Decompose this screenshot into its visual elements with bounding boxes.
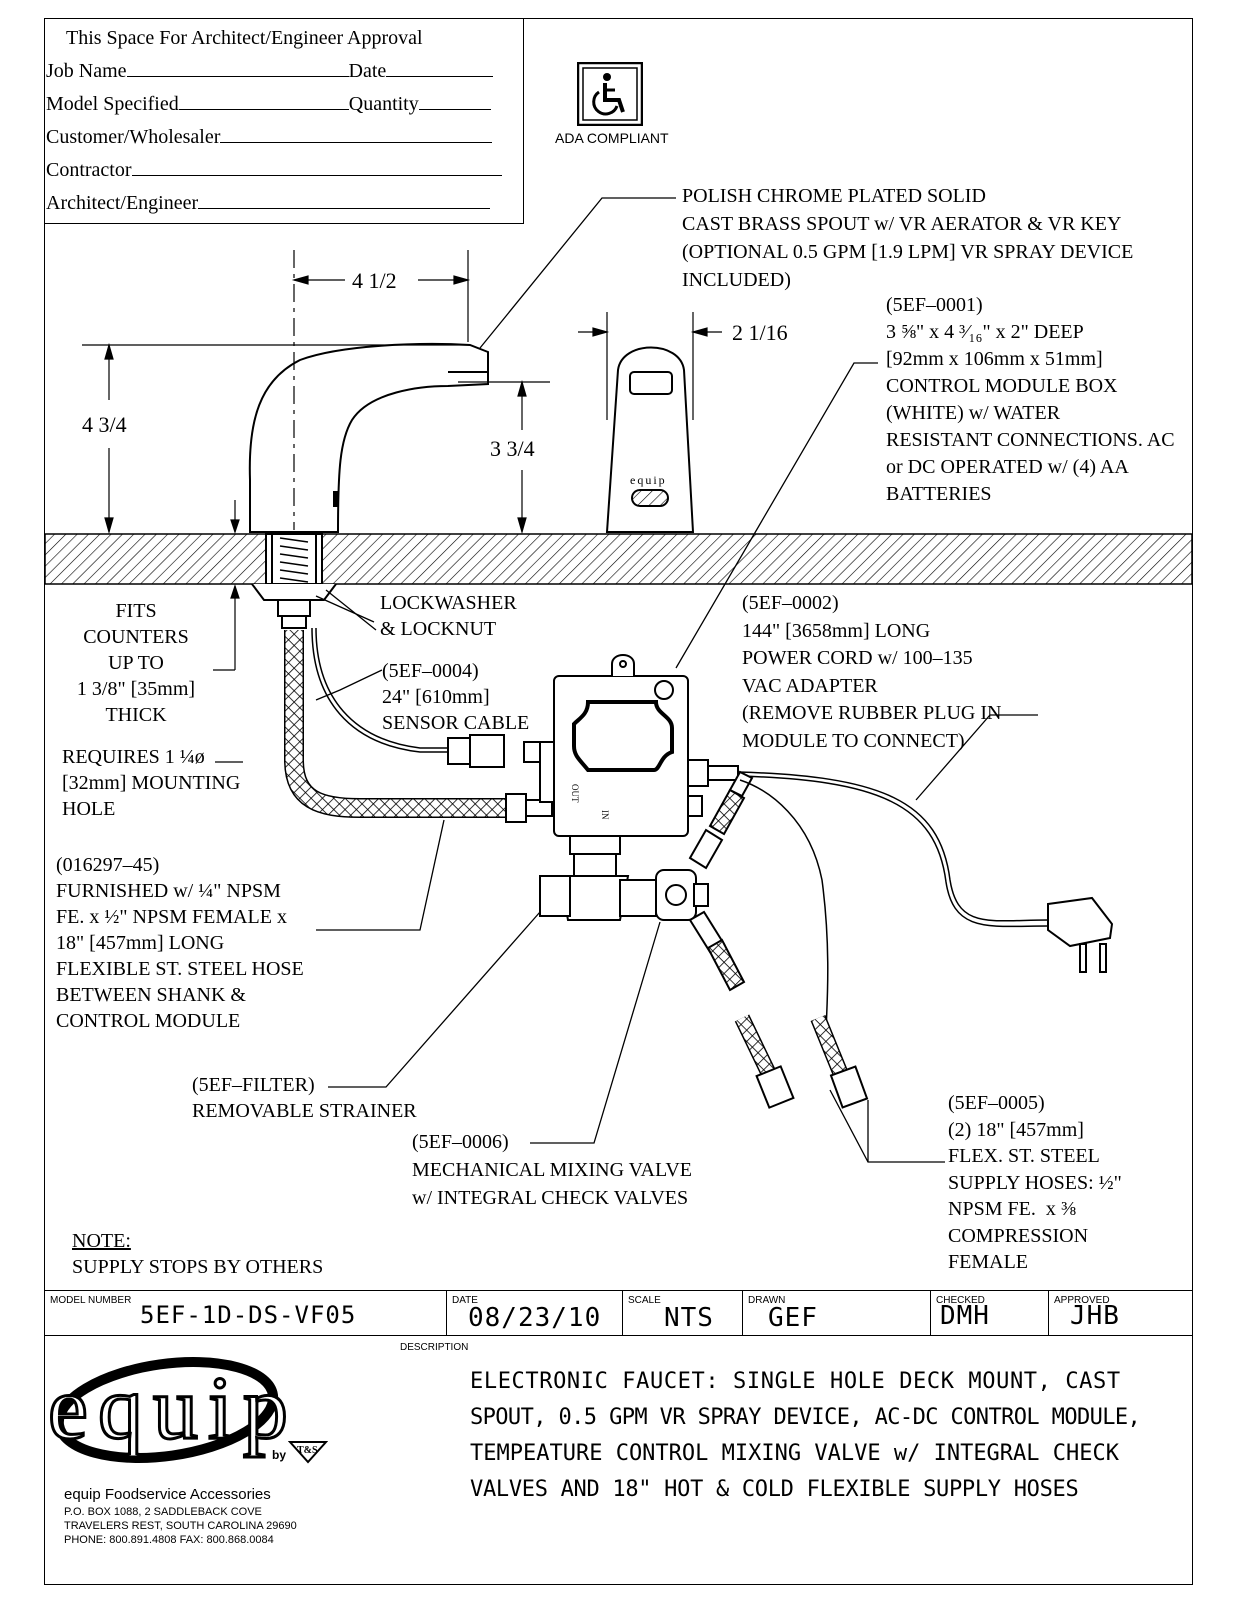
scale-cell: SCALE NTS <box>622 1291 743 1335</box>
power-cord-callout: (5EF–0002) 144" [3658mm] LONG POWER CORD… <box>742 592 1002 752</box>
spout-callout: POLISH CHROME PLATED SOLID CAST BRASS SP… <box>682 185 1134 291</box>
title-block: MODEL NUMBER 5EF-1D-DS-VF05 DATE 08/23/1… <box>44 1290 1193 1336</box>
model-number-cell: MODEL NUMBER 5EF-1D-DS-VF05 <box>44 1291 447 1335</box>
company-address-1: P.O. BOX 1088, 2 SADDLEBACK COVE <box>64 1506 262 1518</box>
module-in-mark: IN <box>600 810 610 820</box>
mounting-hole-callout: REQUIRES 1 ¼ø [32mm] MOUNTING HOLE <box>62 746 241 820</box>
quantity-label: Quantity <box>348 93 419 115</box>
drawn-label: DRAWN <box>748 1295 786 1306</box>
equip-logo: equip <box>47 1357 298 1463</box>
model-number-value: 5EF-1D-DS-VF05 <box>140 1301 357 1329</box>
faucet-diagram: 4 1/2 4 3/4 3 3/4 equip 2 1/16 <box>44 197 1193 1163</box>
approval-box: This Space For Architect/Engineer Approv… <box>44 18 524 224</box>
strainer-callout: (5EF–FILTER) REMOVABLE STRAINER <box>192 1074 417 1122</box>
description-line-4: VALVES AND 18" HOT & COLD FLEXIBLE SUPPL… <box>470 1477 1079 1502</box>
company-panel: equip by T&S equip Foodservice Accessori… <box>44 1336 390 1584</box>
mixing-valve-callout: (5EF–0006) MECHANICAL MIXING VALVE w/ IN… <box>412 1131 693 1209</box>
dim-spout-reach-label: 4 1/2 <box>352 268 397 293</box>
dim-width-label: 2 1/16 <box>732 320 788 345</box>
sensor-cable <box>311 627 545 768</box>
ada-label: ADA COMPLIANT <box>555 130 669 146</box>
checked-cell: CHECKED DMH <box>930 1291 1049 1335</box>
model-number-label: MODEL NUMBER <box>50 1295 132 1306</box>
control-box-callout: (5EF–0001) 3 ⅝" x 4 ³⁄₁₆" x 2" DEEP [92m… <box>886 294 1175 505</box>
supply-hoses <box>734 779 869 1109</box>
company-name: equip Foodservice Accessories <box>64 1486 271 1503</box>
shank-hose <box>284 630 553 823</box>
approved-cell: APPROVED JHB <box>1048 1291 1191 1335</box>
faucet-front-view <box>605 346 695 533</box>
job-name-field[interactable]: Job Name Date <box>46 55 494 88</box>
date-label: DATE <box>452 1295 478 1306</box>
ts-logo-text: T&S <box>297 1445 318 1456</box>
dim-height-label: 4 3/4 <box>82 412 127 437</box>
mixing-valve <box>539 835 709 921</box>
customer-label: Customer/Wholesaler <box>46 126 221 148</box>
scale-value: NTS <box>664 1303 714 1333</box>
description-label: DESCRIPTION <box>400 1342 469 1353</box>
fits-counters-callout: FITS COUNTERS UP TO 1 3/8" [35mm] THICK <box>76 600 196 726</box>
drawn-cell: DRAWN GEF <box>742 1291 931 1335</box>
dim-spout-clearance-label: 3 3/4 <box>490 436 535 461</box>
faucet-side-view <box>248 342 489 629</box>
valve-hoses <box>688 770 754 992</box>
scale-label: SCALE <box>628 1295 661 1306</box>
drawn-value: GEF <box>768 1303 818 1333</box>
leader-lines <box>215 197 1038 1163</box>
customer-field[interactable]: Customer/Wholesaler <box>46 121 493 154</box>
dim-width <box>578 312 722 420</box>
description-block: ELECTRONIC FAUCET: SINGLE HOLE DECK MOUN… <box>470 1364 1170 1508</box>
note-body: SUPPLY STOPS BY OTHERS <box>72 1256 324 1278</box>
control-module <box>539 654 739 837</box>
description-line-3: TEMPEATURE CONTROL MIXING VALVE w/ INTEG… <box>470 1441 1120 1466</box>
description-line-1: ELECTRONIC FAUCET: SINGLE HOLE DECK MOUN… <box>470 1369 1121 1394</box>
ts-logo: T&S <box>288 1441 328 1464</box>
checked-label: CHECKED <box>936 1295 985 1306</box>
dim-height <box>82 342 470 535</box>
note-title: NOTE: <box>72 1230 131 1252</box>
dim-spout-clearance <box>458 379 550 535</box>
company-address-2: TRAVELERS REST, SOUTH CAROLINA 29690 <box>64 1520 297 1532</box>
wheelchair-icon <box>577 62 643 126</box>
equip-logo-text: equip <box>48 1359 298 1458</box>
approved-label: APPROVED <box>1054 1295 1110 1306</box>
counter-section <box>44 533 1193 585</box>
sensor-cable-callout: (5EF–0004) 24" [610mm] SENSOR CABLE <box>382 660 530 734</box>
approved-value: JHB <box>1070 1301 1120 1331</box>
architect-field[interactable]: Architect/Engineer <box>46 187 491 220</box>
faucet-brand-text: equip <box>630 473 667 487</box>
company-phone: PHONE: 800.891.4808 FAX: 800.868.0084 <box>64 1534 274 1546</box>
contractor-field[interactable]: Contractor <box>46 154 502 187</box>
drawing-frame <box>44 18 1193 1585</box>
lockwasher-callout: LOCKWASHER & LOCKNUT <box>380 592 517 640</box>
date-label: Date <box>348 60 387 82</box>
architect-label: Architect/Engineer <box>46 192 199 214</box>
ada-badge: ADA COMPLIANT <box>555 62 685 152</box>
by-text: by <box>272 1448 287 1462</box>
power-cord <box>737 771 1114 973</box>
checked-value: DMH <box>940 1301 990 1331</box>
description-line-2: SPOUT, 0.5 GPM VR SPRAY DEVICE, AC-DC CO… <box>470 1405 1141 1430</box>
counter-thickness-marker <box>213 500 240 671</box>
dim-spout-reach <box>291 250 471 342</box>
date-value: 08/23/10 <box>468 1303 602 1333</box>
date-cell: DATE 08/23/10 <box>446 1291 623 1335</box>
job-name-label: Job Name <box>46 60 127 82</box>
approval-title: This Space For Architect/Engineer Approv… <box>66 27 423 49</box>
module-out-mark: OUT <box>570 784 580 803</box>
model-specified-field[interactable]: Model Specified Quantity <box>46 88 491 121</box>
model-specified-label: Model Specified <box>46 93 179 115</box>
supply-hoses-callout: (5EF–0005) (2) 18" [457mm] FLEX. ST. STE… <box>948 1092 1122 1273</box>
contractor-label: Contractor <box>46 159 132 181</box>
hose-callout: (016297–45) FURNISHED w/ ¼" NPSM FE. x ½… <box>56 854 304 1032</box>
